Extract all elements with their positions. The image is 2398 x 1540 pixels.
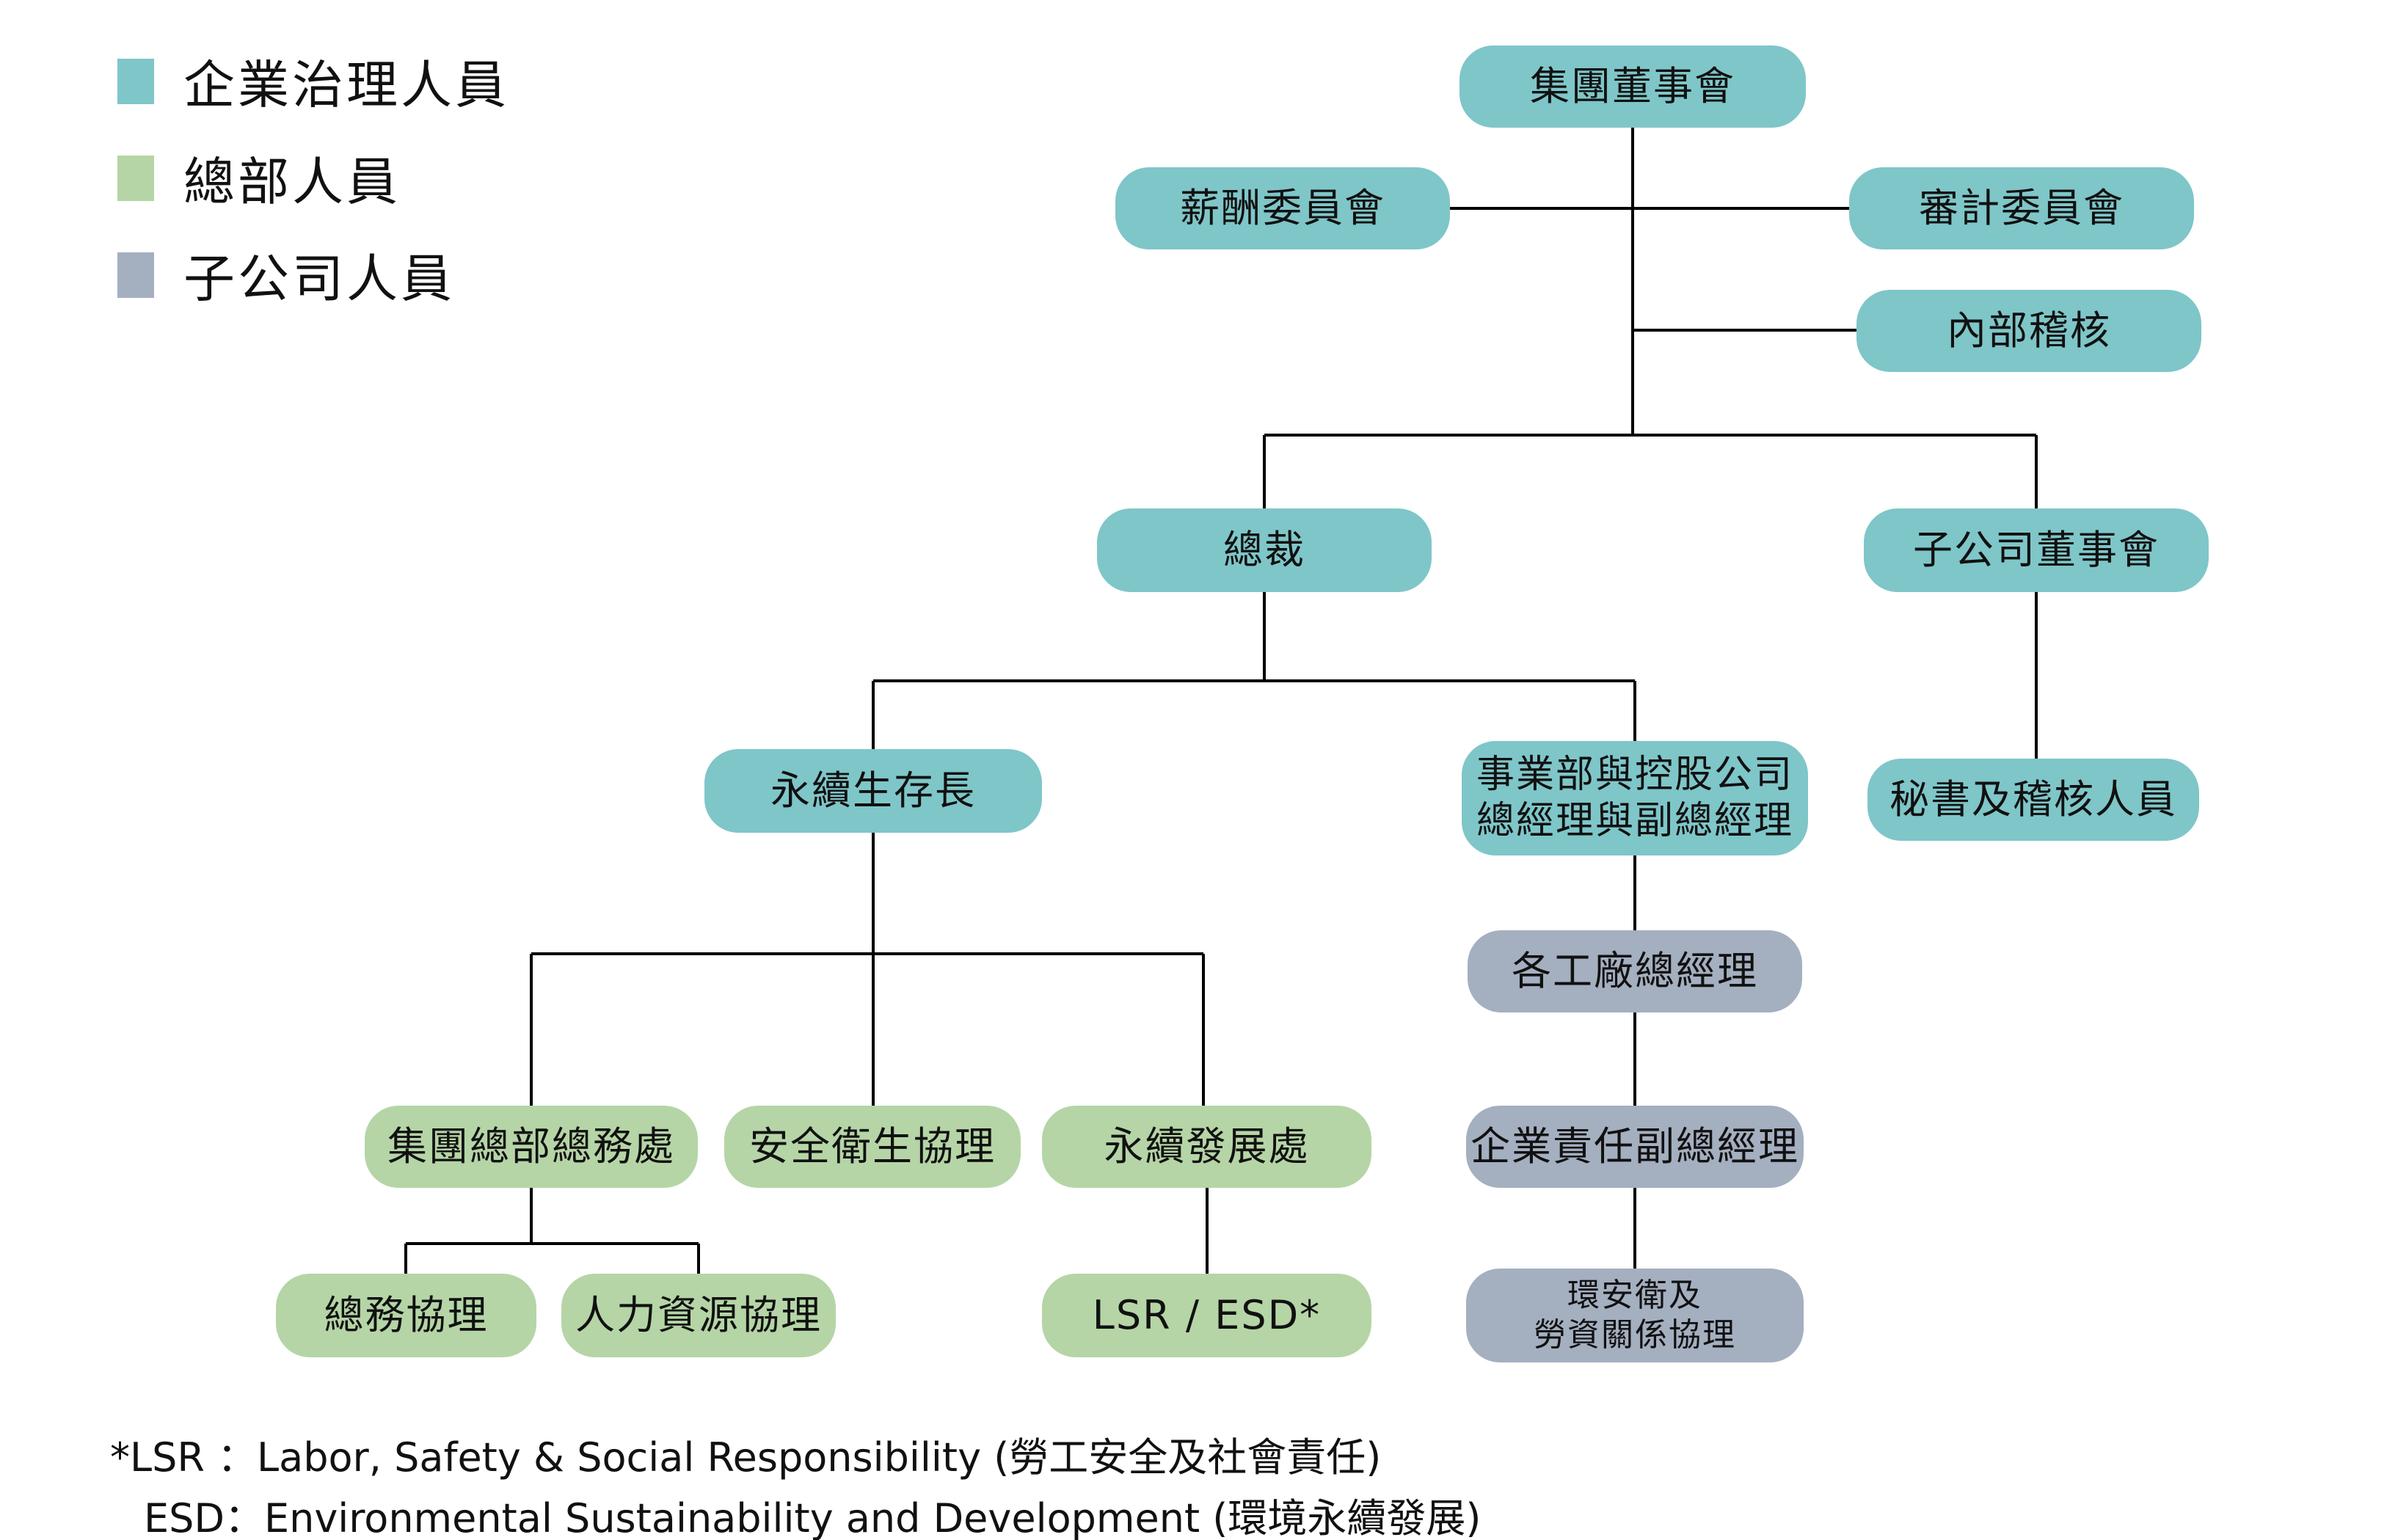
node-lsr-esd: LSR / ESD* — [1042, 1274, 1371, 1357]
footnote-lsr: *LSR ：Labor, Safety & Social Responsibil… — [110, 1434, 1382, 1481]
legend-swatch-governance — [117, 58, 154, 104]
node-ehs-labor-relations-line1: 環安衛及 — [1567, 1277, 1702, 1315]
node-president-label: 總裁 — [1223, 527, 1305, 574]
node-subsidiary-board-label: 子公司董事會 — [1913, 527, 2160, 574]
node-safety-health-director-label: 安全衛生協理 — [749, 1123, 996, 1170]
node-group-board: 集團董事會 — [1459, 45, 1806, 128]
node-plant-general-managers: 各工廠總經理 — [1468, 930, 1802, 1012]
node-secretary-audit-staff-label: 秘書及稽核人員 — [1889, 776, 2177, 823]
node-internal-audit-label: 內部稽核 — [1947, 307, 2111, 354]
node-hr-director: 人力資源協理 — [561, 1274, 836, 1357]
node-subsidiary-board: 子公司董事會 — [1864, 508, 2209, 592]
node-bu-holding-gm-line1: 事業部與控股公司 — [1476, 752, 1793, 797]
node-general-affairs-director: 總務協理 — [276, 1274, 536, 1357]
node-hq-general-affairs-label: 集團總部總務處 — [387, 1123, 675, 1170]
node-sustainable-dev-division-label: 永續發展處 — [1104, 1123, 1310, 1170]
node-bu-holding-gm: 事業部與控股公司 總經理與副總經理 — [1462, 741, 1808, 855]
legend-label-subsidiary: 子公司人員 — [183, 249, 455, 309]
node-bu-holding-gm-line2: 總經理與副總經理 — [1476, 799, 1793, 843]
node-ehs-labor-relations-line2: 勞資關係協理 — [1534, 1316, 1736, 1354]
node-ehs-labor-relations: 環安衛及 勞資關係協理 — [1466, 1269, 1804, 1362]
node-president: 總裁 — [1097, 508, 1432, 592]
legend-item-headquarters: 總部人員 — [117, 141, 401, 215]
node-sustainable-dev-division: 永續發展處 — [1042, 1106, 1371, 1188]
node-safety-health-director: 安全衛生協理 — [724, 1106, 1021, 1188]
legend-swatch-subsidiary — [117, 252, 154, 298]
node-hr-director-label: 人力資源協理 — [575, 1292, 822, 1339]
node-hq-general-affairs: 集團總部總務處 — [365, 1106, 698, 1188]
footnote-esd: ESD：Environmental Sustainability and Dev… — [144, 1495, 1482, 1540]
node-secretary-audit-staff: 秘書及稽核人員 — [1867, 759, 2199, 841]
node-plant-general-managers-label: 各工廠總經理 — [1512, 948, 1758, 995]
node-csr-vice-gm: 企業責任副總經理 — [1466, 1106, 1804, 1188]
connector-path — [404, 128, 2038, 1274]
node-audit-committee: 審計委員會 — [1849, 167, 2194, 249]
legend-label-governance: 企業治理人員 — [183, 55, 509, 115]
node-internal-audit: 內部稽核 — [1856, 290, 2201, 372]
node-chief-sustainability-officer-label: 永續生存長 — [770, 767, 976, 814]
node-csr-vice-gm-label: 企業責任副總經理 — [1470, 1123, 1799, 1170]
legend-label-headquarters: 總部人員 — [183, 152, 401, 212]
node-compensation-committee-label: 薪酬委員會 — [1180, 185, 1385, 232]
legend-item-subsidiary: 子公司人員 — [117, 238, 455, 312]
node-general-affairs-director-label: 總務協理 — [324, 1292, 489, 1339]
legend-swatch-headquarters — [117, 155, 154, 201]
node-group-board-label: 集團董事會 — [1530, 63, 1735, 110]
node-lsr-esd-label: LSR / ESD* — [1092, 1292, 1322, 1339]
node-audit-committee-label: 審計委員會 — [1919, 185, 2124, 232]
legend-item-governance: 企業治理人員 — [117, 44, 509, 118]
node-chief-sustainability-officer: 永續生存長 — [704, 749, 1042, 833]
node-compensation-committee: 薪酬委員會 — [1115, 167, 1450, 249]
